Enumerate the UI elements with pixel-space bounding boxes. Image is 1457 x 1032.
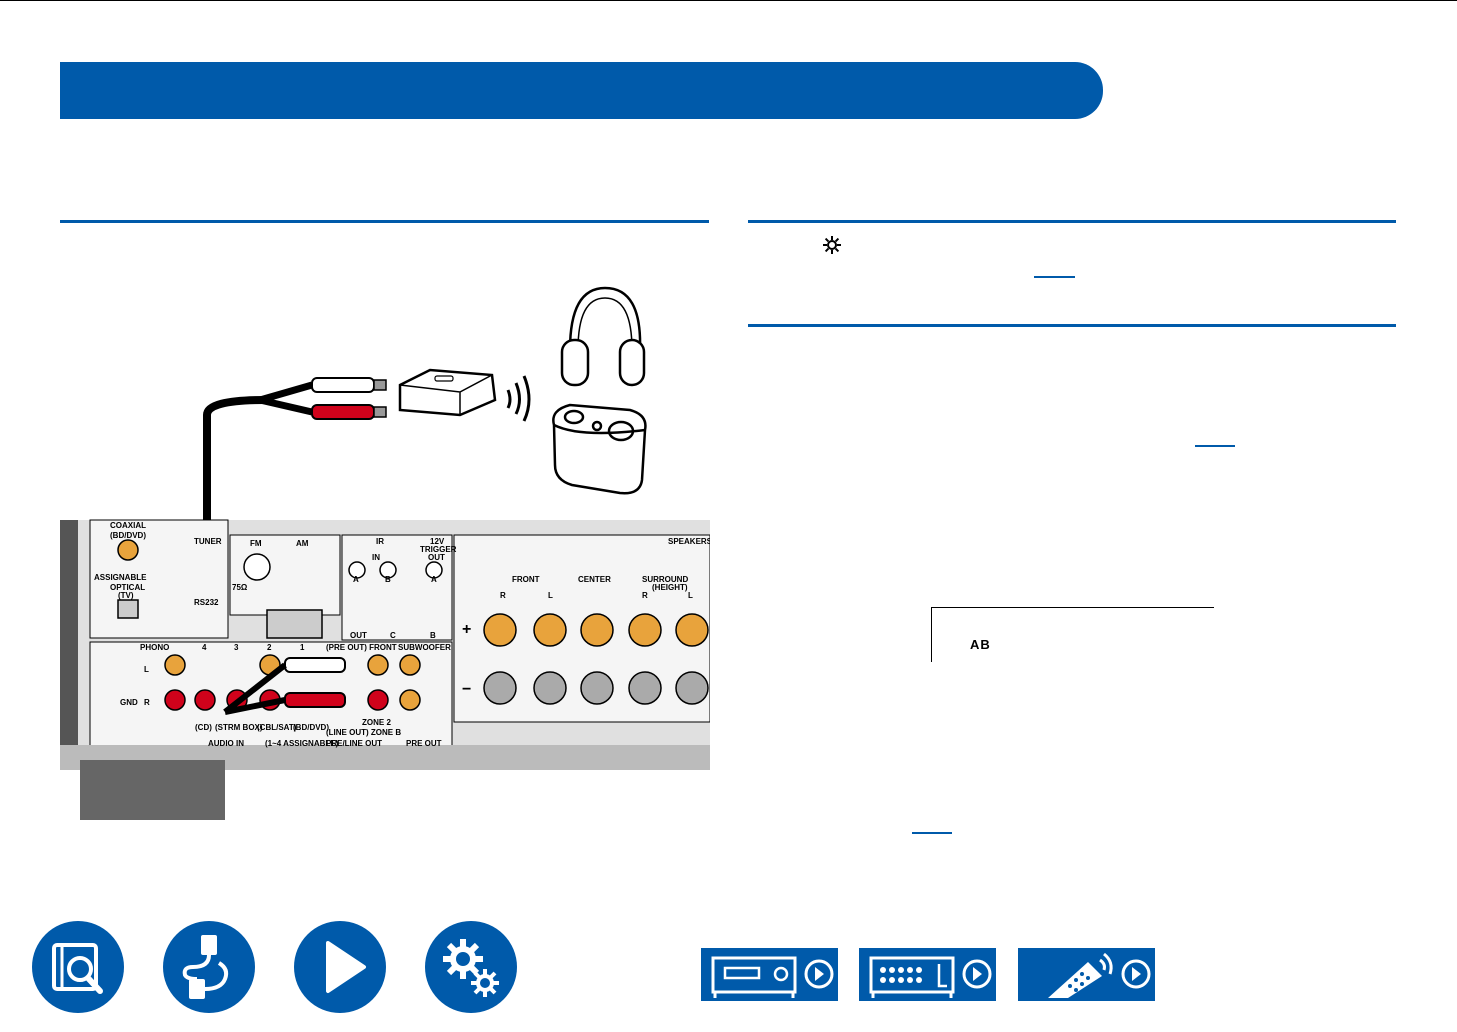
gear-icon [823, 236, 841, 254]
ir-label: IR [376, 537, 384, 546]
input-3-label: 3 [234, 643, 239, 652]
input-2-label: 2 [267, 643, 272, 652]
strm-label: (STRM BOX) [215, 723, 263, 732]
playback-icon [326, 941, 366, 993]
front-panel-nav-button[interactable] [701, 948, 838, 1001]
ir-b-label: B [385, 575, 391, 584]
contents-nav-button[interactable] [32, 921, 124, 1013]
pre-out-label: PRE OUT [406, 739, 442, 748]
rear-panel-icon [869, 956, 992, 998]
speaker-ab-label: AB [970, 637, 991, 652]
playback-nav-button[interactable] [294, 921, 386, 1013]
setup-nav-button[interactable] [425, 921, 517, 1013]
ir-in-label: IN [372, 553, 380, 562]
rca-cable-top [259, 377, 387, 420]
remote-controller-icon [1048, 952, 1151, 998]
right-section-rule-2 [748, 324, 1396, 327]
c-label: C [390, 631, 396, 640]
subwoofer-label: SUBWOOFER [398, 643, 451, 652]
assign-note-label: (1~4 ASSIGNABLE) [265, 739, 339, 748]
contents-search-icon [52, 943, 103, 994]
preout-front-label: (PRE OUT) FRONT [326, 643, 397, 652]
phono-label: PHONO [140, 643, 169, 652]
optical-label: OPTICAL [110, 583, 145, 592]
plus-label: + [462, 621, 471, 638]
page-ref-link-3[interactable] [912, 832, 952, 834]
page-ref-link-2[interactable] [1195, 445, 1235, 447]
zone2-label: ZONE 2 [362, 718, 391, 727]
cbl-label: (CBL/SAT) [257, 723, 297, 732]
callout-line [931, 607, 1214, 608]
coaxial-sub-label: (BD/DVD) [110, 531, 146, 540]
top-border [0, 0, 1457, 1]
wireless-transmitter-icon [398, 368, 497, 417]
optical-sub-label: (TV) [118, 591, 134, 600]
cd-label: (CD) [195, 723, 212, 732]
trigger-a-label: A [431, 575, 437, 584]
connection-diagram: COAXIAL (BD/DVD) ASSIGNABLE OPTICAL (TV)… [60, 286, 710, 820]
left-section-rule [60, 220, 709, 223]
coaxial-label: COAXIAL [110, 521, 146, 530]
trigger-label-2: TRIGGER [420, 545, 457, 554]
input-1-label: 1 [300, 643, 305, 652]
tuner-label: TUNER [194, 537, 222, 546]
front-r-label: R [500, 591, 506, 600]
assignable-label: ASSIGNABLE [94, 573, 147, 582]
page-title-bar [60, 62, 1103, 119]
ohm-label: 75Ω [232, 583, 248, 592]
remote-nav-button[interactable] [1018, 948, 1155, 1001]
surround-r-label: R [642, 591, 648, 600]
pre-line-out-label: PRE/LINE OUT [326, 739, 382, 748]
surround-label: SURROUND [642, 575, 688, 584]
connections-nav-button[interactable] [163, 921, 255, 1013]
b-label: B [430, 631, 436, 640]
phono-r-label: R [144, 698, 150, 707]
bd-label: (BD/DVD) [293, 723, 329, 732]
right-section-rule-1 [748, 220, 1396, 223]
page-ref-link-1[interactable] [1034, 276, 1075, 278]
speakers-label: SPEAKERS [668, 537, 710, 546]
fm-label: FM [250, 539, 262, 548]
am-label: AM [296, 539, 309, 548]
surround-l-label: L [688, 591, 693, 600]
out-label: OUT [350, 631, 367, 640]
wireless-speaker-icon [552, 403, 647, 495]
gnd-label: GND [120, 698, 138, 707]
receiver-rear-panel: COAXIAL (BD/DVD) ASSIGNABLE OPTICAL (TV)… [60, 519, 710, 820]
input-4-label: 4 [202, 643, 207, 652]
callout-line-vertical [931, 607, 932, 662]
center-label: CENTER [578, 575, 611, 584]
rs232-label: RS232 [194, 598, 219, 607]
setup-gear-icon [443, 939, 499, 997]
ir-a-label: A [353, 575, 359, 584]
headphones-icon [560, 286, 646, 387]
trigger-label: 12V [430, 537, 445, 546]
wireless-waves-icon [506, 375, 531, 422]
connections-icon [182, 935, 229, 999]
front-panel-icon [711, 956, 834, 998]
trigger-label-3: OUT [428, 553, 445, 562]
front-l-label: L [548, 591, 553, 600]
lineout-label: (LINE OUT) ZONE B [326, 728, 401, 737]
minus-label: − [462, 681, 471, 698]
rear-panel-nav-button[interactable] [859, 948, 996, 1001]
phono-l-label: L [144, 665, 149, 674]
front-label: FRONT [512, 575, 540, 584]
audio-in-label: AUDIO IN [208, 739, 244, 748]
height-label: (HEIGHT) [652, 583, 688, 592]
